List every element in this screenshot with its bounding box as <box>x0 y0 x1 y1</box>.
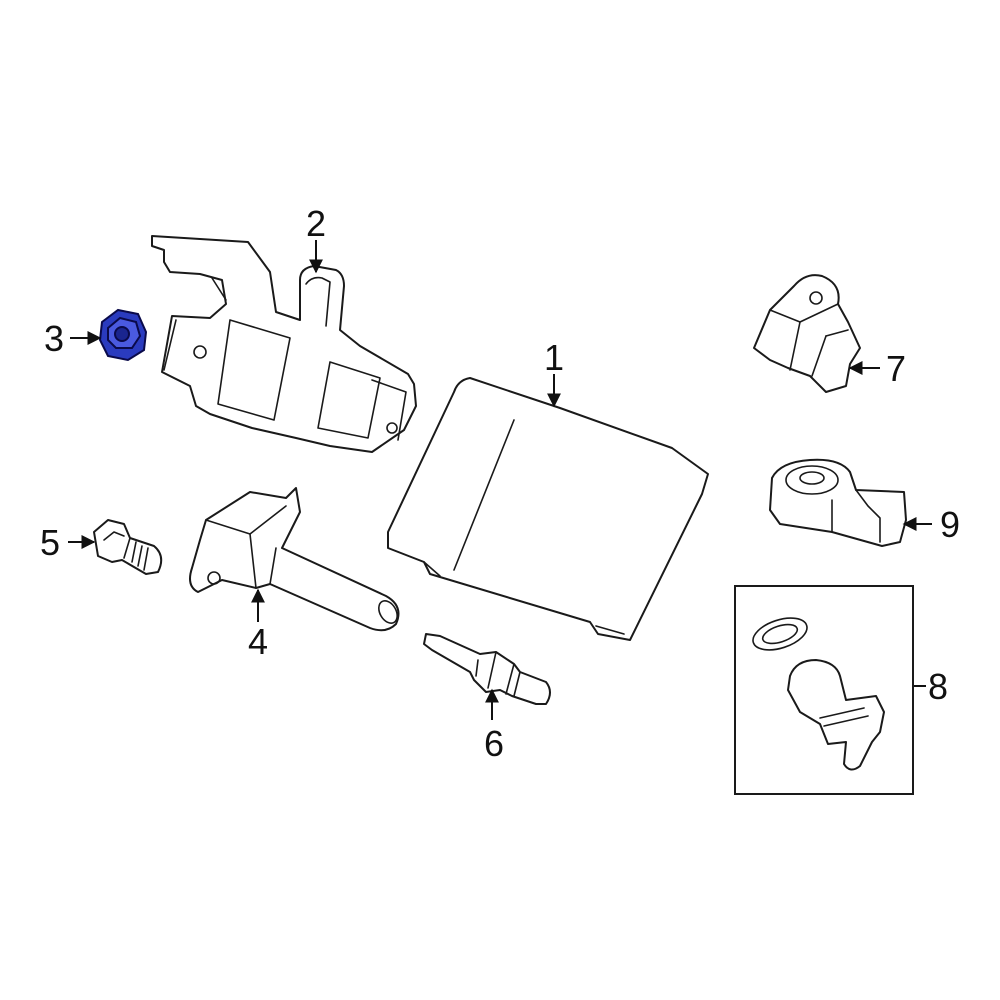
part-3-nut[interactable] <box>98 308 148 362</box>
callout-labels: 2 3 1 7 9 5 4 6 8 <box>40 203 960 764</box>
callout-3: 3 <box>44 318 64 359</box>
part-2-bracket-module[interactable] <box>151 235 417 453</box>
part-6-sensor[interactable] <box>423 633 551 705</box>
callout-5: 5 <box>40 522 60 563</box>
part-7-sensor[interactable] <box>753 274 861 393</box>
part-1-control-module[interactable] <box>387 377 709 641</box>
callout-8: 8 <box>928 666 948 707</box>
part-5-bolt[interactable] <box>93 519 163 575</box>
part-4-ignition-coil[interactable] <box>189 487 401 632</box>
part-8-box <box>734 585 914 795</box>
callout-1: 1 <box>544 337 564 378</box>
callout-4: 4 <box>248 621 268 662</box>
leader-lines <box>68 240 932 720</box>
callout-6: 6 <box>484 723 504 764</box>
callout-9: 9 <box>940 504 960 545</box>
part-9-knock-sensor[interactable] <box>769 458 907 547</box>
callout-2: 2 <box>306 203 326 244</box>
part-8-sensor[interactable] <box>749 612 885 771</box>
callout-7: 7 <box>886 348 906 389</box>
